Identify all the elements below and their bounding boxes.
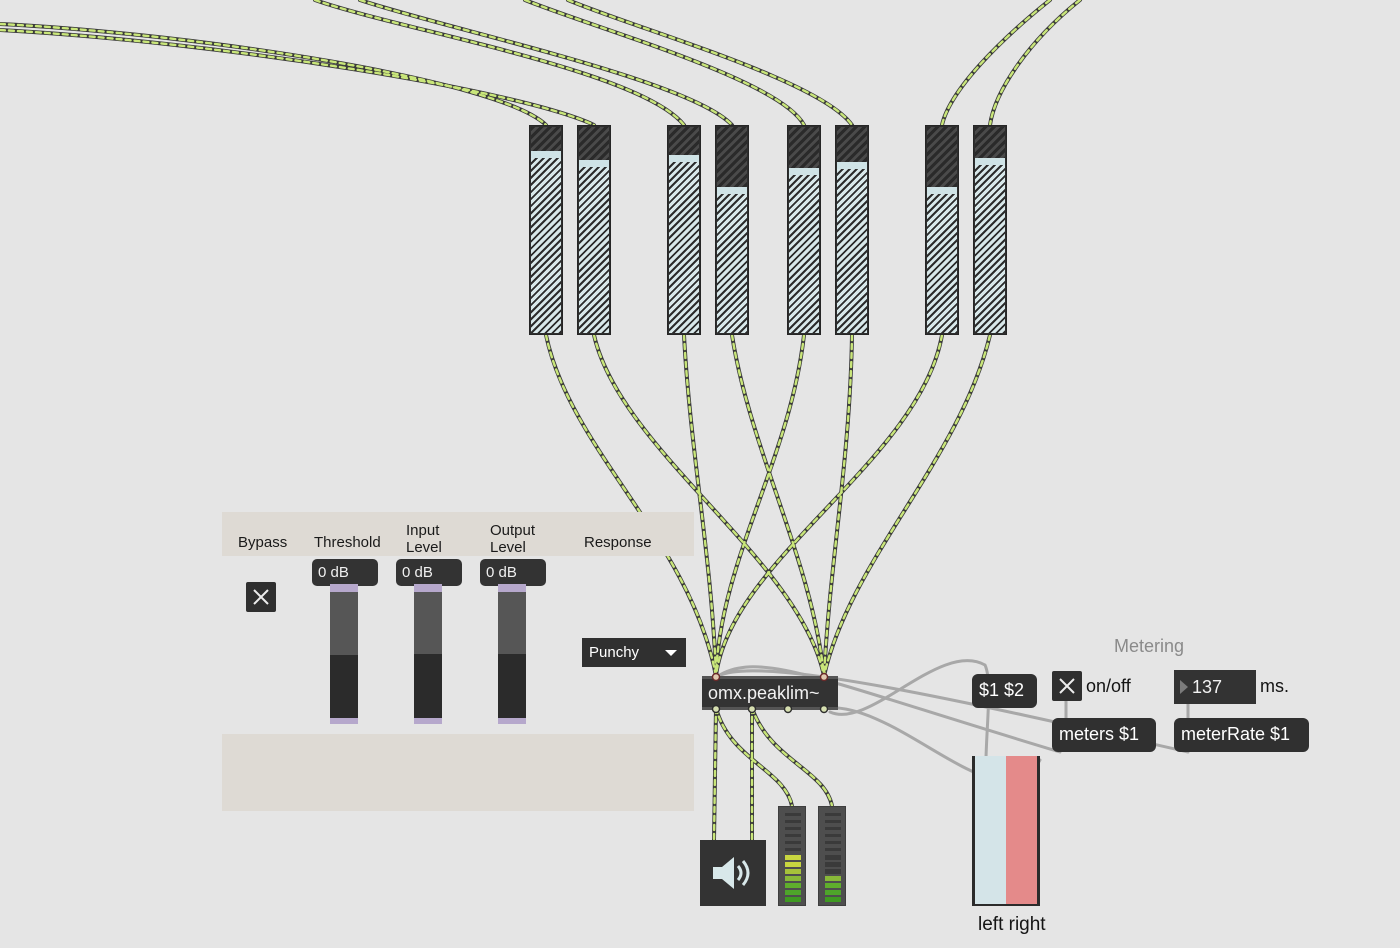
input-level-label-line2: Level: [406, 539, 442, 556]
meter-segment: [825, 869, 841, 874]
meter-segment: [785, 841, 801, 844]
input-slider-8[interactable]: [973, 125, 1007, 335]
meter-segment: [825, 855, 841, 860]
input-slider-2[interactable]: [577, 125, 611, 335]
response-menu[interactable]: Punchy: [582, 638, 686, 667]
input-slider-6[interactable]: [835, 125, 869, 335]
scope-label: left right: [978, 914, 1046, 935]
input-slider-1[interactable]: [529, 125, 563, 335]
meter-segment: [785, 862, 801, 867]
close-icon: [253, 589, 269, 605]
close-icon: [1059, 678, 1075, 694]
meters-onoff-toggle[interactable]: [1052, 671, 1082, 701]
input-slider-4[interactable]: [715, 125, 749, 335]
pair-message[interactable]: $1 $2: [972, 674, 1037, 708]
meter-segment: [785, 890, 801, 895]
meter-segment: [825, 827, 841, 830]
peaklim-output-cords: [712, 706, 834, 842]
rate-unit-label: ms.: [1260, 676, 1289, 696]
meterrate-message[interactable]: meterRate $1: [1174, 718, 1309, 752]
response-menu-value: Punchy: [589, 644, 640, 661]
meter-segment: [785, 827, 801, 830]
bypass-label: Bypass: [238, 534, 288, 551]
meter-segment: [825, 848, 841, 851]
meter-segment: [825, 890, 841, 895]
speaker-icon: [713, 857, 750, 889]
meter-rate-value: 137: [1192, 677, 1223, 697]
meter-segment: [785, 876, 801, 881]
input-slider-7[interactable]: [925, 125, 959, 335]
meter-segment: [785, 820, 801, 823]
play-arrow-icon: [1180, 680, 1188, 694]
meter-segment: [785, 848, 801, 851]
scope-left-bar: [975, 756, 1006, 904]
dac-button[interactable]: [700, 840, 766, 906]
meter-segment: [825, 897, 841, 902]
meter-segment: [825, 813, 841, 816]
output-level-slider[interactable]: [498, 584, 526, 724]
meter-segment: [785, 855, 801, 860]
peaklim-label: omx.peaklim~: [708, 683, 820, 703]
meter-segment: [785, 883, 801, 888]
output-level-number[interactable]: 0 dB: [480, 559, 546, 586]
meter-segment: [825, 820, 841, 823]
peaklim-ports: [711, 672, 829, 714]
meter-segment: [825, 834, 841, 837]
output-level-label-line1: Output: [490, 522, 536, 539]
stereo-scope: [972, 756, 1040, 906]
onoff-label: on/off: [1086, 676, 1131, 696]
peaklim-object[interactable]: omx.peaklim~: [702, 676, 838, 710]
output-level-label-line2: Level: [490, 539, 526, 556]
input-slider-5[interactable]: [787, 125, 821, 335]
meter-segment: [785, 813, 801, 816]
meter-rate-number[interactable]: 137: [1174, 670, 1256, 704]
meters-message[interactable]: meters $1: [1052, 718, 1156, 752]
limiter-panel-footer: [222, 734, 694, 811]
meter-segment: [785, 834, 801, 837]
meter-segment: [825, 862, 841, 867]
meter-segment: [825, 841, 841, 844]
limiter-panel-header: Bypass Threshold Input Level Output Leve…: [222, 512, 694, 556]
scope-right-bar: [1006, 756, 1037, 904]
input-level-number[interactable]: 0 dB: [396, 559, 462, 586]
threshold-label: Threshold: [314, 534, 381, 551]
threshold-slider[interactable]: [330, 584, 358, 724]
meter-segment: [785, 897, 801, 902]
meter-segment: [825, 883, 841, 888]
output-meter-right: [818, 806, 846, 906]
meter-segment: [825, 876, 841, 881]
chevron-down-icon: [665, 650, 677, 656]
input-level-slider[interactable]: [414, 584, 442, 724]
meter-segment: [785, 869, 801, 874]
input-level-label-line1: Input: [406, 522, 440, 539]
metering-title: Metering: [1114, 636, 1185, 656]
input-slider-3[interactable]: [667, 125, 701, 335]
response-label: Response: [584, 534, 652, 551]
threshold-number[interactable]: 0 dB: [312, 559, 378, 586]
output-meter-left: [778, 806, 806, 906]
bypass-toggle[interactable]: [246, 582, 276, 612]
